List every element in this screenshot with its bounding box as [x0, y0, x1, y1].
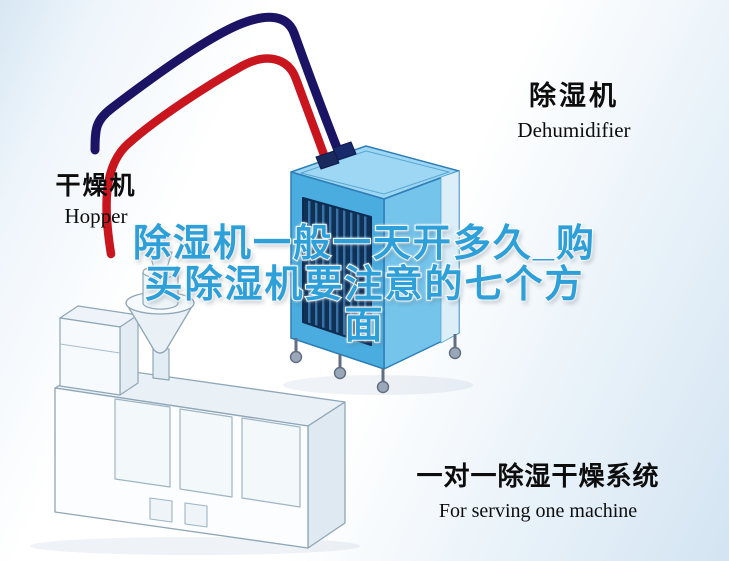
hopper-machine — [54, 236, 346, 549]
dehumidifier-label-en: Dehumidifier — [517, 118, 631, 142]
system-label: 一对一除湿干燥系统 For serving one machine — [396, 456, 680, 523]
dehumidifier-label-cn: 除湿机 — [529, 81, 619, 111]
hopper-funnel-tube — [156, 236, 165, 254]
watermark-line-1: 除湿机一般一天开多久_购 — [132, 223, 597, 266]
dryer-label: 干燥机 Hopper — [36, 166, 156, 229]
pipes — [90, 12, 346, 259]
caster-wheel — [376, 380, 390, 394]
caster-wheel — [448, 346, 462, 360]
caster-wheels — [289, 334, 462, 394]
machine-panel — [179, 408, 233, 498]
dryer-label-en: Hopper — [64, 204, 128, 228]
machine-left-unit-front — [59, 317, 121, 396]
dehumidifier-unit — [289, 141, 462, 394]
dryer-label-cn: 干燥机 — [55, 172, 137, 200]
red-pipe-connector — [315, 150, 340, 170]
machine-small-door — [149, 497, 173, 523]
navy-pipe — [90, 12, 346, 163]
watermark-line-3: 面 — [343, 305, 385, 348]
machine-right-face — [307, 401, 346, 549]
system-label-cn: 一对一除湿干燥系统 — [416, 461, 660, 491]
watermark-title: 除湿机一般一天开多久_购 买除湿机要注意的七个方 面 — [28, 223, 701, 348]
machine-panel — [241, 417, 301, 508]
caster-wheel — [333, 366, 347, 380]
dehumidifier-grille — [302, 197, 372, 346]
machine-left-unit-line — [59, 343, 121, 354]
hopper-cone — [125, 302, 195, 354]
dehumidifier-label: 除湿机 Dehumidifier — [496, 74, 652, 143]
caster-wheel — [289, 350, 303, 364]
machine-small-door — [184, 502, 208, 528]
red-pipe — [102, 54, 333, 259]
dehumidifier-side-strip — [440, 170, 460, 344]
machine-panel — [114, 398, 171, 488]
hopper-cylinder — [142, 271, 179, 310]
system-label-en: For serving one machine — [438, 500, 638, 522]
watermark-line-2: 买除湿机要注意的七个方 — [143, 264, 585, 307]
hopper-feed-tube — [152, 348, 170, 381]
